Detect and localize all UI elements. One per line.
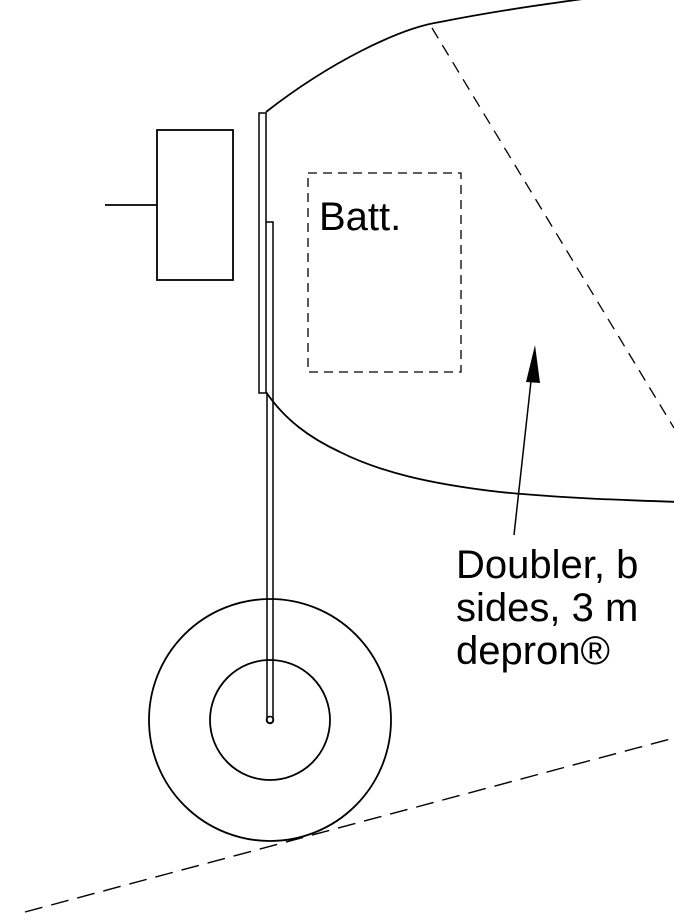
doubler-boundary-line: [431, 27, 674, 429]
battery-label: Batt.: [319, 195, 401, 239]
wheel-tire: [148, 598, 392, 842]
doubler-note-line-1: Doubler, b: [456, 543, 638, 587]
axle: [265, 715, 275, 725]
doubler-note-line-2: sides, 3 m: [456, 586, 638, 630]
doubler-note-line-3: depron®: [456, 629, 610, 673]
motor-block: [156, 129, 234, 281]
leader-line: [513, 371, 533, 536]
ground-line: [24, 737, 674, 913]
landing-gear-strut: [266, 221, 274, 724]
fuselage-top-outline: [265, 0, 583, 113]
arrow-head: [526, 345, 540, 383]
fuselage-bottom-outline: [265, 391, 674, 503]
wheel-hub: [209, 659, 331, 781]
firewall-plate: [258, 112, 267, 394]
battery-compartment: [307, 172, 462, 373]
